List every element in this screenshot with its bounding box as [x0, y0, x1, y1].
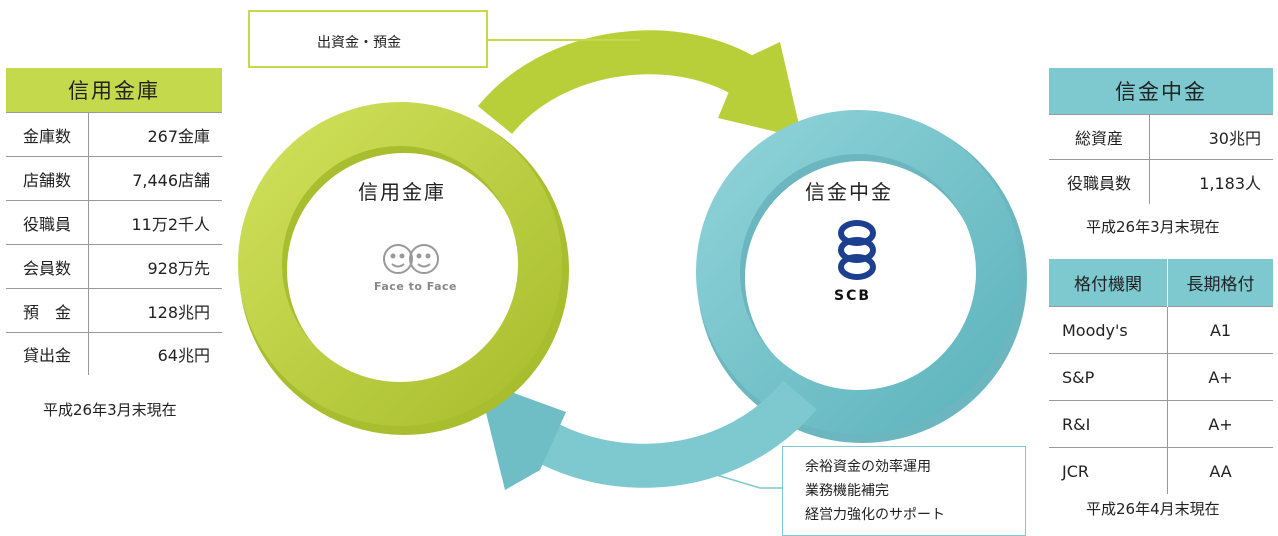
rating-agency: S&P — [1049, 353, 1168, 401]
rating-agency: Moody's — [1049, 306, 1168, 354]
rating-value: A+ — [1167, 400, 1273, 448]
rating-agency: JCR — [1049, 447, 1168, 494]
row-value: 128兆円 — [88, 288, 222, 333]
shinkin-table-title: 信用金庫 — [6, 68, 222, 113]
rating-value: A1 — [1167, 306, 1273, 354]
row-label: 金庫数 — [6, 112, 89, 157]
bottom-callout-line-1: 余裕資金の効率運用 — [805, 459, 931, 475]
row-label: 総資産 — [1049, 114, 1150, 160]
row-label: 預 金 — [6, 288, 89, 333]
rating-agency: R&I — [1049, 400, 1168, 448]
rating-table-note: 平成26年4月末現在 — [1086, 500, 1220, 518]
row-value: 7,446店舗 — [88, 156, 222, 201]
rating-header-rating: 長期格付 — [1167, 259, 1273, 307]
right-circle-label: 信金中金 — [805, 180, 893, 204]
bottom-callout-line-3: 経営力強化のサポート — [805, 507, 945, 523]
green-ring — [238, 102, 562, 426]
row-value: 928万先 — [88, 244, 222, 289]
row-label: 会員数 — [6, 244, 89, 289]
shinkin-table-note: 平成26年3月末現在 — [43, 401, 177, 419]
bottom-callout: 余裕資金の効率運用 業務機能補完 経営力強化のサポート — [782, 446, 1026, 536]
scb-table-note: 平成26年3月末現在 — [1086, 218, 1220, 236]
teal-arrow-head — [478, 380, 566, 490]
face-to-face-logo-text: Face to Face — [374, 280, 458, 293]
row-label: 貸出金 — [6, 332, 89, 375]
green-arrow-head — [718, 42, 802, 138]
bottom-callout-connector — [699, 469, 782, 489]
row-value: 1,183人 — [1149, 159, 1273, 204]
top-callout-text: 出資金・預金 — [317, 35, 401, 51]
row-value: 64兆円 — [88, 332, 222, 375]
scb-logo-text: SCB — [834, 288, 872, 304]
teal-ring — [696, 110, 1020, 434]
rating-header-agency: 格付機関 — [1049, 259, 1168, 307]
left-circle-label: 信用金庫 — [358, 180, 446, 204]
left-inner-circle — [292, 156, 504, 368]
top-callout: 出資金・預金 — [248, 10, 488, 68]
face-to-face-logo-icon — [383, 244, 439, 274]
rating-value: AA — [1167, 447, 1273, 494]
row-label: 役職員数 — [1049, 159, 1150, 204]
rating-value: A+ — [1167, 353, 1273, 401]
row-value: 30兆円 — [1149, 114, 1273, 160]
row-label: 店舗数 — [6, 156, 89, 201]
scb-table-title: 信金中金 — [1049, 68, 1273, 115]
row-label: 役職員 — [6, 200, 89, 245]
bottom-callout-line-2: 業務機能補完 — [805, 483, 889, 499]
right-inner-circle — [750, 164, 962, 376]
scb-logo-icon — [838, 220, 876, 280]
row-value: 267金庫 — [88, 112, 222, 157]
row-value: 11万2千人 — [88, 200, 222, 245]
